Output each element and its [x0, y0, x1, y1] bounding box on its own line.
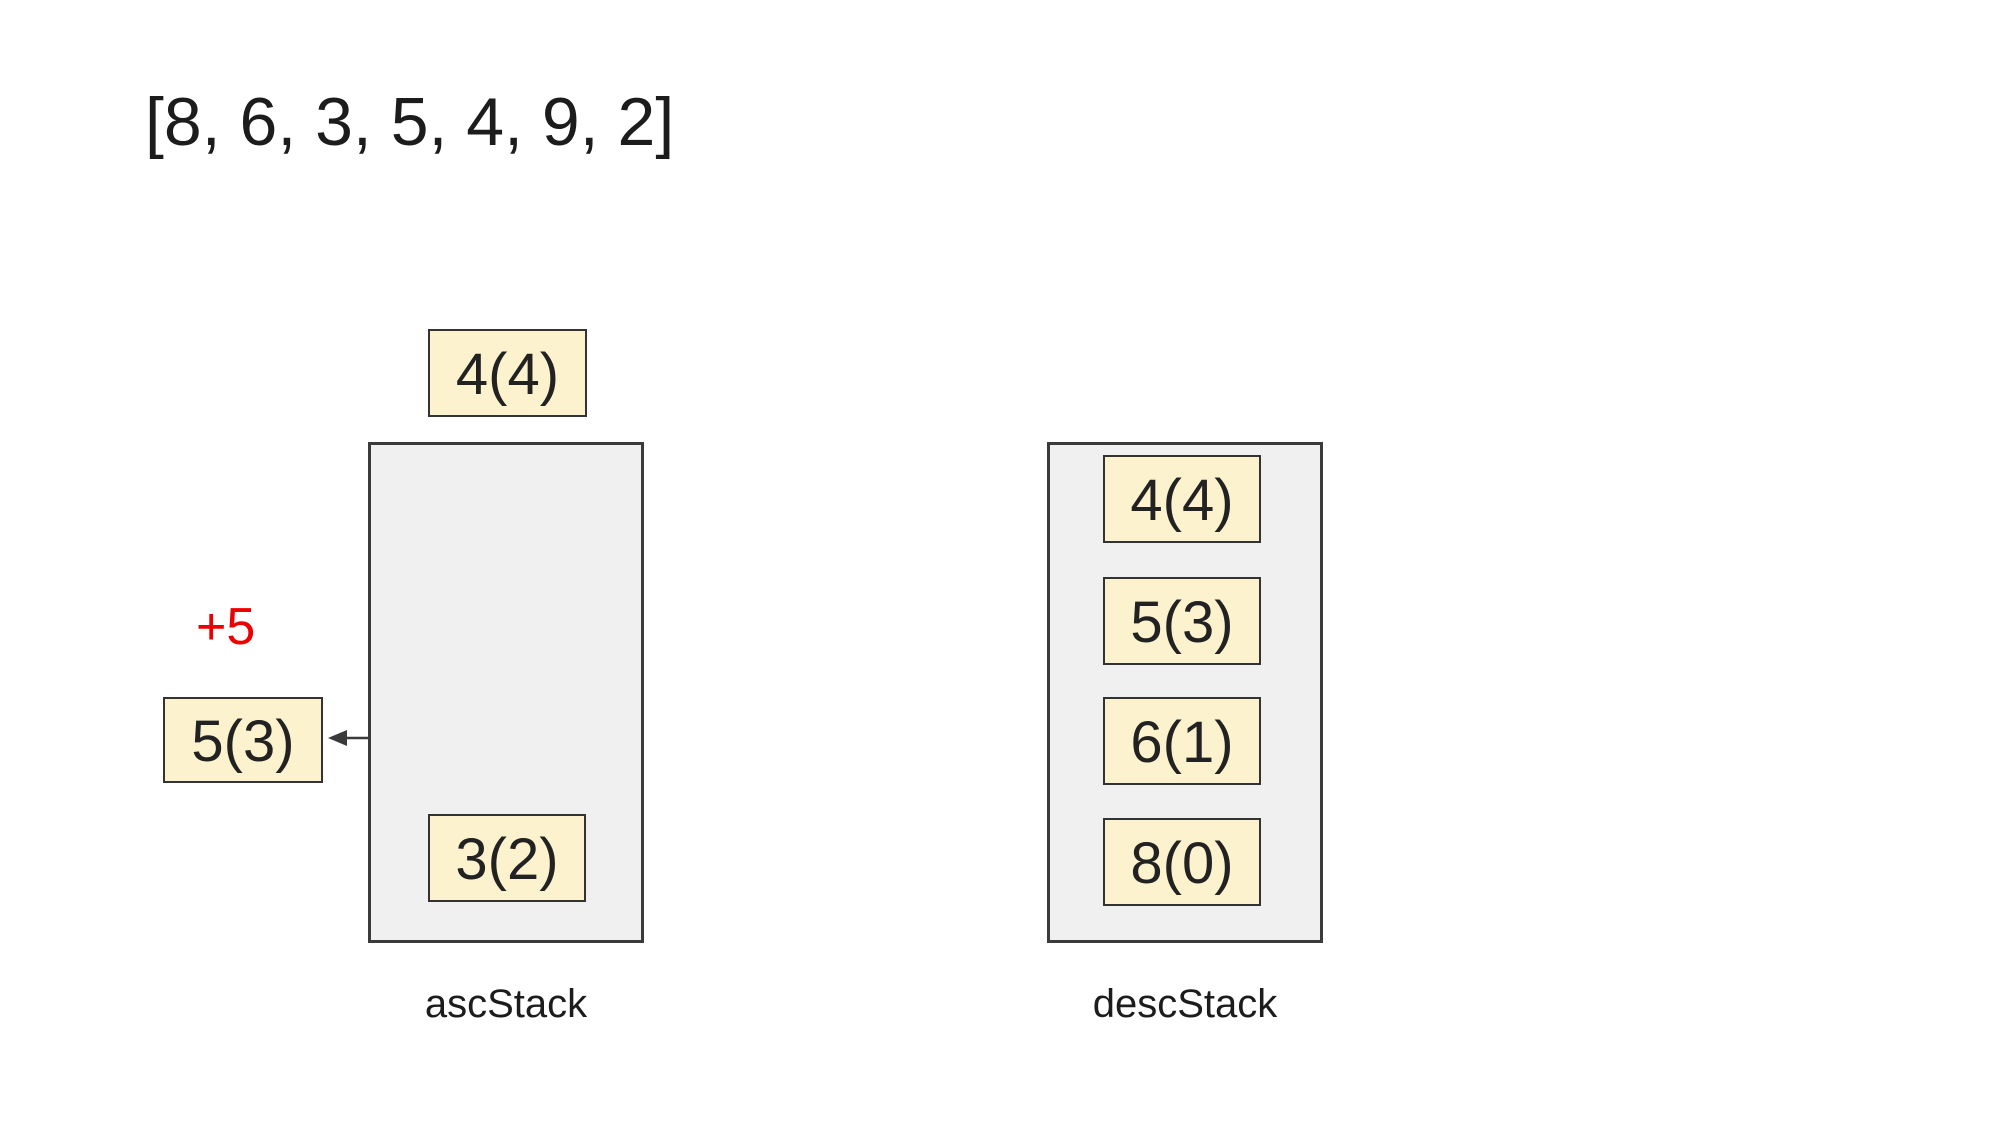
array-title: [8, 6, 3, 5, 4, 9, 2]: [145, 84, 675, 160]
pop-arrow-head: [328, 730, 347, 746]
asc-stack-item: 3(2): [428, 814, 586, 902]
desc-stack-container: 4(4) 5(3) 6(1) 8(0): [1047, 442, 1323, 943]
desc-stack-label: descStack: [1092, 982, 1278, 1026]
asc-stack-container: 3(2): [368, 442, 644, 943]
asc-stack-label: ascStack: [424, 982, 588, 1026]
desc-stack-item: 5(3): [1103, 577, 1261, 665]
increment-annotation: +5: [196, 598, 256, 656]
desc-stack-item: 8(0): [1103, 818, 1261, 906]
desc-stack-item: 6(1): [1103, 697, 1261, 785]
desc-stack-item: 4(4): [1103, 455, 1261, 543]
incoming-box: 4(4): [428, 329, 587, 417]
popped-box: 5(3): [163, 697, 323, 783]
